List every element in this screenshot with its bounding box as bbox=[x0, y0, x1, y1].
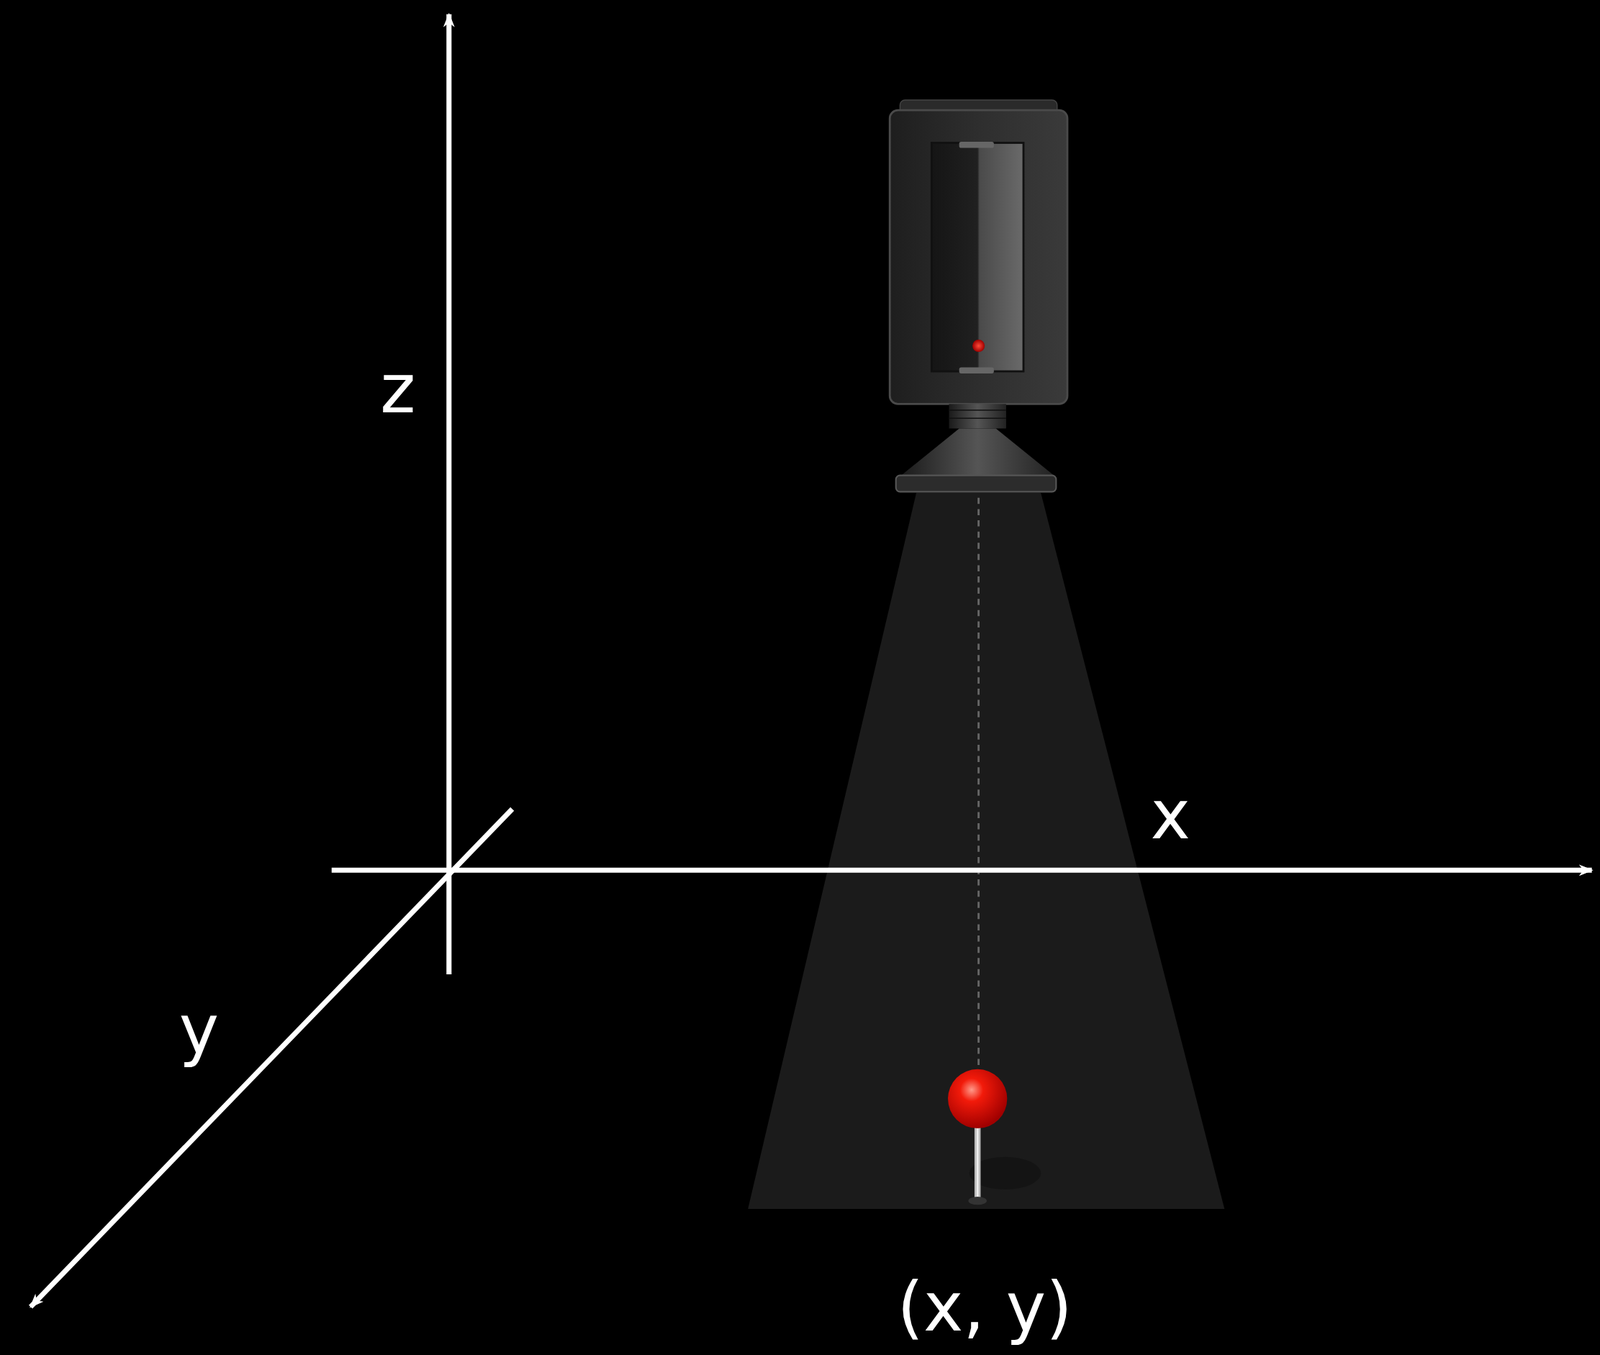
z-axis bbox=[446, 14, 452, 975]
camera bbox=[889, 100, 1068, 492]
axis-label: x bbox=[1150, 782, 1190, 851]
axis-label: z bbox=[380, 356, 416, 424]
axis-label: y bbox=[179, 996, 219, 1065]
pushpin bbox=[947, 1069, 1041, 1206]
y-axis bbox=[30, 808, 513, 1308]
optical-axis bbox=[977, 498, 980, 1072]
x-axis bbox=[331, 868, 1593, 874]
light-beam bbox=[747, 493, 1225, 1210]
point-label: (x, y) bbox=[896, 1274, 1072, 1343]
